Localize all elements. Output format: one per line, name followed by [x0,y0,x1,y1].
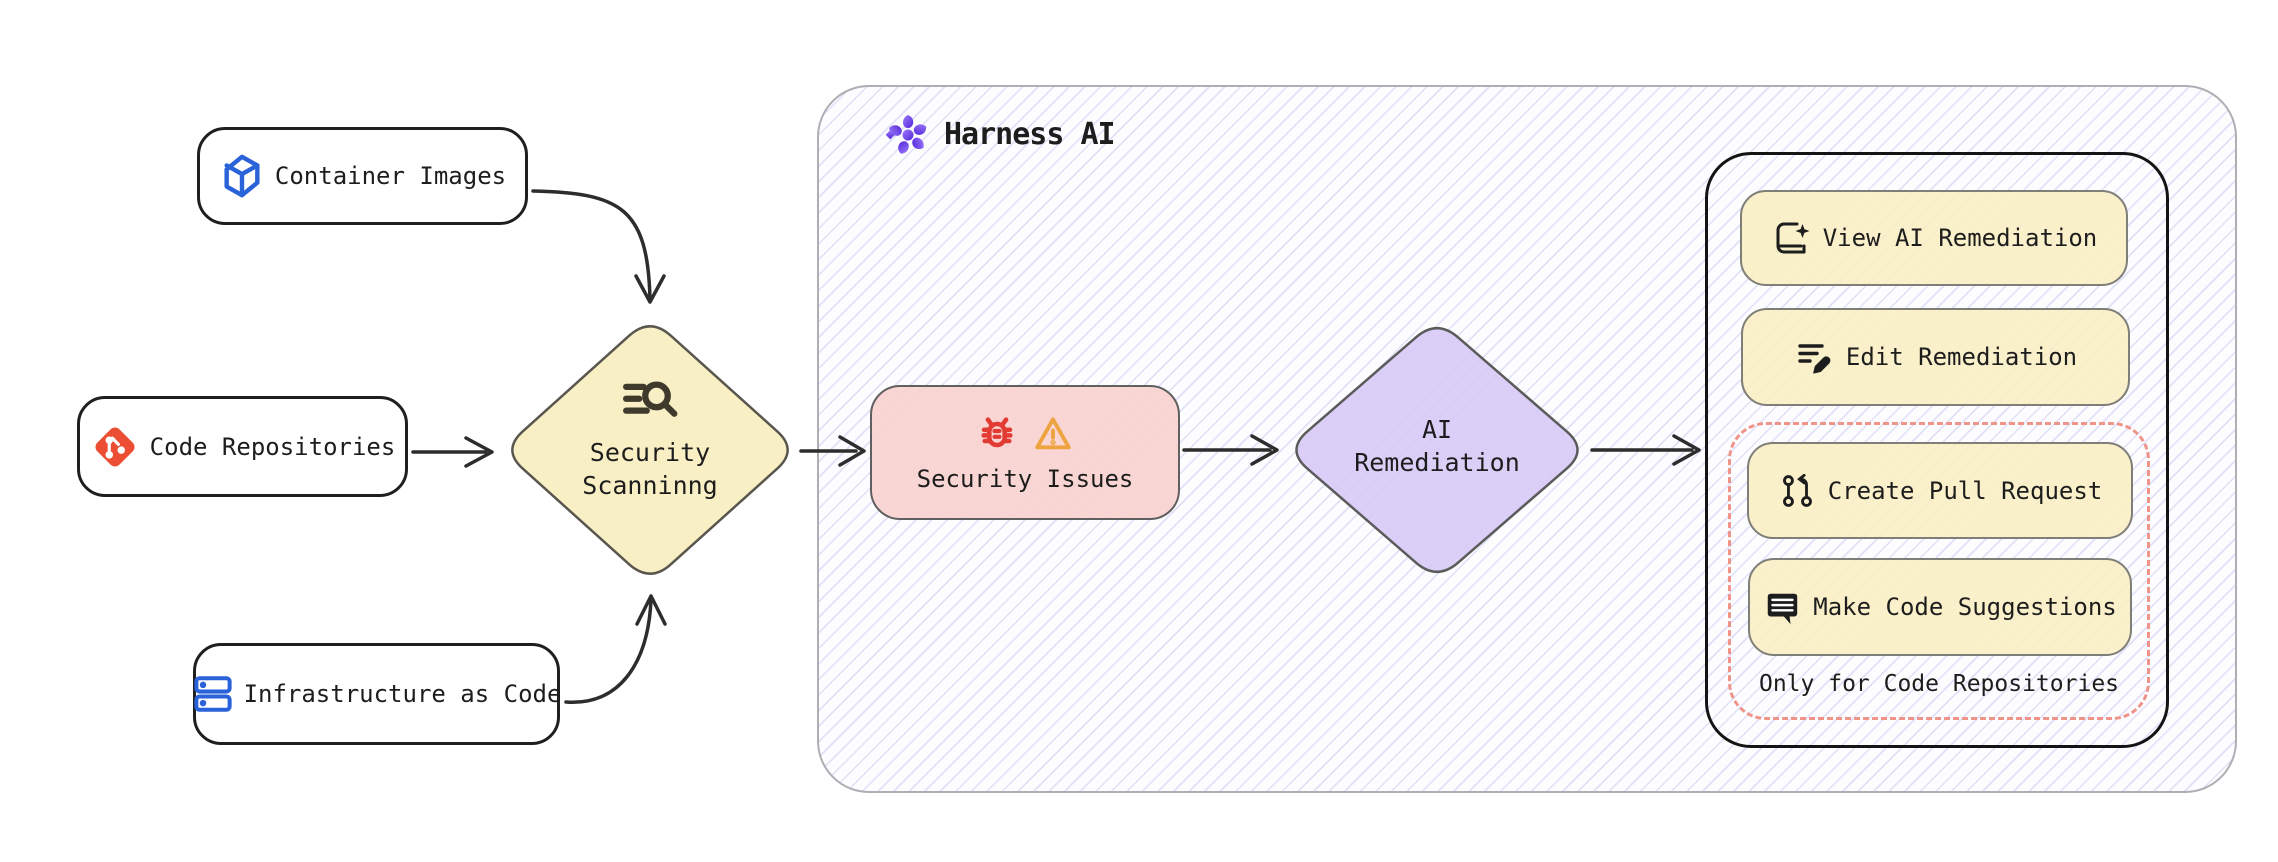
code-repo-only-group [1728,422,2150,720]
scanning-label-line1: Security [589,438,711,467]
only-for-code-repositories-note: Only for Code Repositories [1758,671,2120,697]
actions-container [1705,152,2169,748]
scanning-label-line2: Scanninng [582,471,718,500]
book-sparkle-icon [1771,218,1811,258]
button-label: View AI Remediation [1822,224,2098,252]
button-label: Make Code Suggestions [1813,593,2117,621]
view-ai-remediation-button[interactable]: View AI Remediation [1740,190,2128,286]
create-pull-request-button[interactable]: Create Pull Request [1747,442,2133,539]
harness-logo-icon [884,110,932,158]
git-icon [90,422,140,472]
arrow-infra-to-scanning [564,598,653,704]
arrowhead [635,594,667,626]
remediation-label-line2: Remediation [1354,448,1520,477]
node-code-repositories[interactable]: Code Repositories [77,396,408,497]
scan-search-icon [619,376,681,428]
server-rack-icon [192,673,234,715]
bug-icon [976,413,1018,455]
node-container-images[interactable]: Container Images [197,127,528,225]
node-label: Container Images [274,162,507,190]
ai-remediation-content[interactable]: AI Remediation [1327,413,1547,479]
harness-ai-title: Harness AI [944,116,1116,152]
remediation-label-line1: AI [1421,415,1453,444]
security-scanning-content[interactable]: Security Scanninng [530,376,770,502]
edit-remediation-button[interactable]: Edit Remediation [1741,308,2130,406]
arrowhead [634,274,666,304]
node-infrastructure-as-code[interactable]: Infrastructure as Code [192,643,562,745]
warning-icon [1032,413,1074,455]
security-issues-label: Security Issues [916,464,1134,493]
arrowhead [464,436,494,468]
arrow-container-images-to-scanning [531,189,652,302]
make-code-suggestions-button[interactable]: Make Code Suggestions [1748,558,2132,656]
harness-ai-header: Harness AI [884,110,1116,158]
edit-list-icon [1794,337,1834,377]
code-suggestion-icon [1763,588,1801,626]
button-label: Create Pull Request [1827,476,2103,505]
node-label: Infrastructure as Code [243,680,562,708]
container-cube-icon [219,153,265,199]
button-label: Edit Remediation [1845,343,2078,371]
node-security-issues[interactable]: Security Issues [870,385,1180,520]
pull-request-icon [1778,471,1816,511]
node-label: Code Repositories [149,432,396,461]
